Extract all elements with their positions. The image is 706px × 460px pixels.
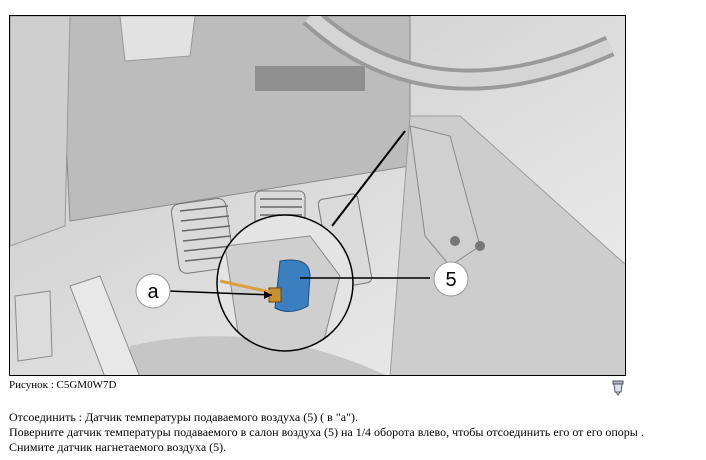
instruction-line: Снимите датчик нагнетаемого воздуха (5). <box>9 440 227 454</box>
instruction-line: Отсоединить : Датчик температуры подавае… <box>9 410 358 424</box>
callout-a-badge <box>135 273 171 309</box>
illustration-figure: a 5 <box>9 15 626 376</box>
callout-a-label: a <box>147 281 159 303</box>
pedal-area-illustration: a 5 <box>10 16 625 375</box>
instruction-line: Поверните датчик температуры подаваемого… <box>9 425 644 439</box>
callout-5-label: 5 <box>445 269 456 291</box>
instructions: Отсоединить : Датчик температуры подавае… <box>9 410 644 455</box>
print-icon[interactable] <box>611 380 625 396</box>
callout-5-badge <box>433 261 469 297</box>
air-temperature-sensor <box>274 259 311 312</box>
figure-caption: Рисунок : C5GM0W7D <box>9 379 117 391</box>
